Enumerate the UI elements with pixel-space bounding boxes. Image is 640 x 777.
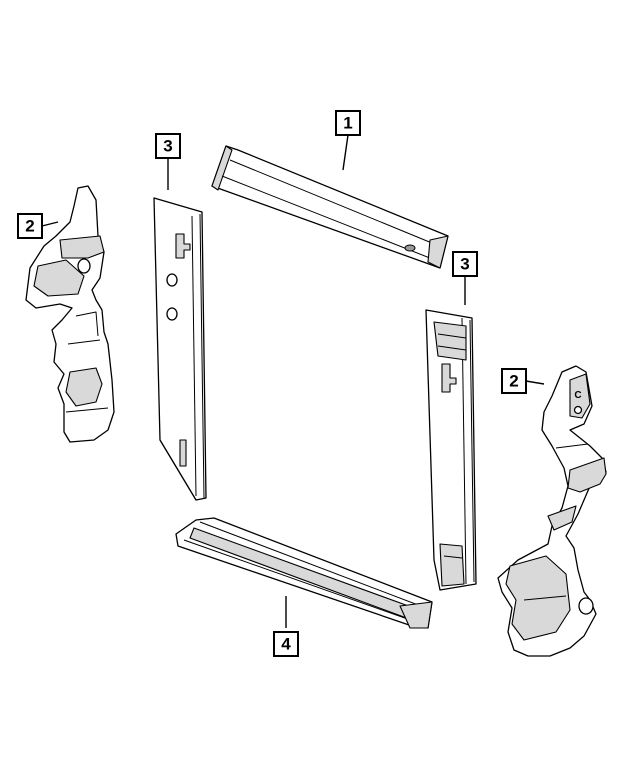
leader-line-1 xyxy=(342,134,349,171)
right-side-seal-part[interactable] xyxy=(425,309,477,591)
callout-3-left-label: 3 xyxy=(163,137,172,156)
callout-4: 4 xyxy=(273,631,299,657)
callout-2-left-label: 2 xyxy=(25,217,34,236)
callout-2-right: 2 xyxy=(501,368,527,394)
callout-3-left: 3 xyxy=(155,133,181,159)
left-side-seal-part[interactable] xyxy=(153,197,207,501)
left-air-deflector-part[interactable] xyxy=(25,185,115,443)
callout-3-right-label: 3 xyxy=(460,255,469,274)
callout-2-left: 2 xyxy=(17,213,43,239)
leader-line-2-left xyxy=(41,221,59,227)
callout-2-right-label: 2 xyxy=(509,372,518,391)
lower-seal-part[interactable] xyxy=(175,517,433,629)
callout-1: 1 xyxy=(335,110,361,136)
leader-line-2-right xyxy=(525,380,545,385)
upper-seal-part[interactable] xyxy=(211,145,449,269)
callout-4-label: 4 xyxy=(281,635,291,654)
right-air-deflector-part[interactable]: C xyxy=(497,365,607,657)
svg-text:C: C xyxy=(574,390,581,401)
callout-3-right: 3 xyxy=(452,251,478,277)
callout-1-label: 1 xyxy=(343,114,352,133)
